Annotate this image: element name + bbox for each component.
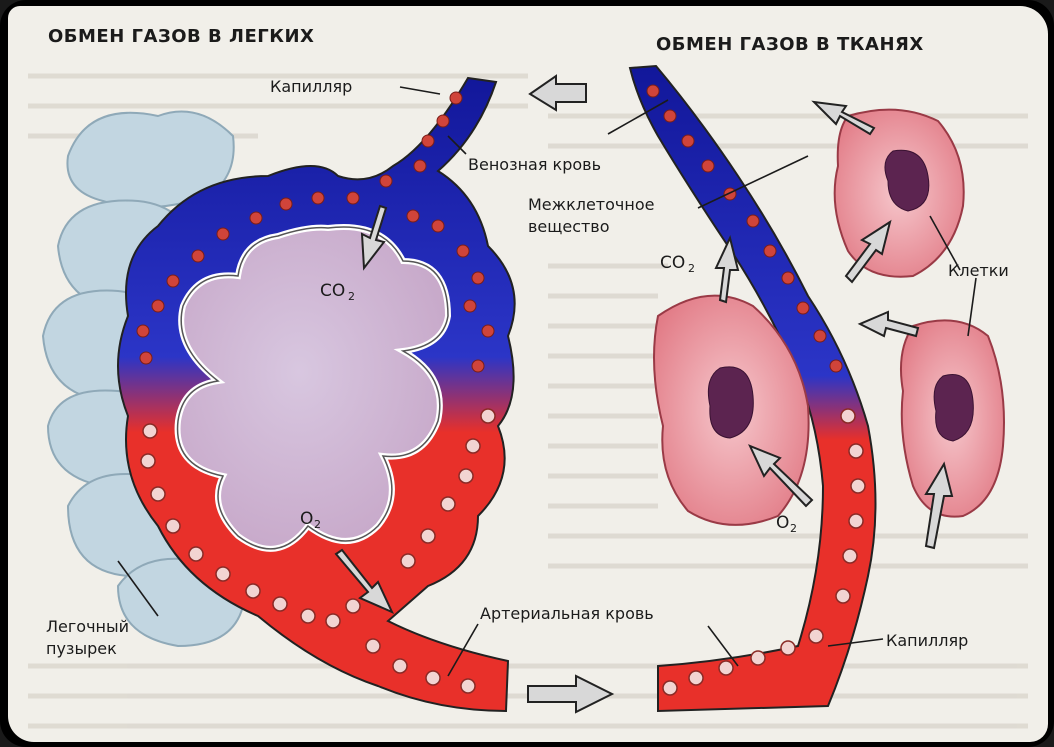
o2-tissue-base: O — [776, 513, 789, 533]
label-intercellular-1: Межклеточное — [528, 195, 654, 214]
label-intercellular-2: вещество — [528, 217, 610, 236]
tissue-cell-top — [835, 110, 964, 277]
label-capillary-top: Капилляр — [270, 77, 352, 96]
o2-tissue-sub: 2 — [790, 522, 797, 535]
label-arterial-blood: Артериальная кровь — [480, 604, 654, 623]
arrow-right-bottom — [528, 676, 612, 712]
arrow-cell-right-1 — [860, 312, 918, 336]
o2-lungs-sub: 2 — [314, 518, 321, 531]
nucleus — [934, 374, 973, 441]
title-tissues: ОБМЕН ГАЗОВ В ТКАНЯХ — [656, 34, 924, 55]
co2-lungs-sub: 2 — [348, 290, 355, 303]
label-alveolus-1: Легочный — [46, 617, 129, 636]
title-lungs: ОБМЕН ГАЗОВ В ЛЕГКИХ — [48, 26, 314, 47]
label-venous-blood: Венозная кровь — [468, 155, 601, 174]
label-capillary-bottom: Капилляр — [886, 631, 968, 650]
label-alveolus-2: пузырек — [46, 639, 117, 658]
arrow-left-top — [530, 76, 586, 110]
diagram-page: ОБМЕН ГАЗОВ В ЛЕГКИХ ОБМЕН ГАЗОВ В ТКАНЯ… — [8, 6, 1048, 742]
label-cells: Клетки — [948, 261, 1009, 280]
co2-lungs-base: CO — [320, 281, 345, 301]
nucleus — [708, 367, 753, 438]
gas-exchange-diagram: ОБМЕН ГАЗОВ В ЛЕГКИХ ОБМЕН ГАЗОВ В ТКАНЯ… — [8, 6, 1048, 742]
co2-tissue: CO 2 — [660, 253, 695, 275]
o2-lungs-base: O — [300, 509, 313, 529]
o2-tissue: O 2 — [776, 513, 797, 535]
tissue-cell-right — [901, 320, 1004, 516]
co2-tissue-sub: 2 — [688, 262, 695, 275]
co2-tissue-base: CO — [660, 253, 685, 273]
